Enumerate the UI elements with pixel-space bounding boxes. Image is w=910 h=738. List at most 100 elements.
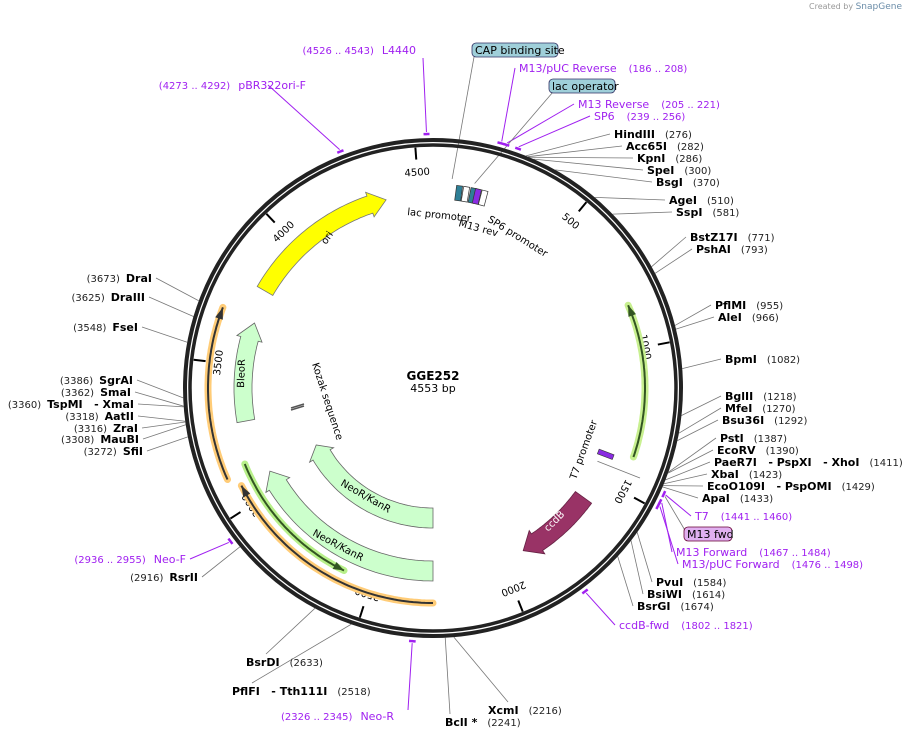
primer-label[interactable]: (2936 .. 2955)Neo-F: [74, 553, 186, 566]
enzyme-site[interactable]: PaeR7I - PspXI - XhoI(1411): [714, 456, 903, 469]
cap-binding-site-box[interactable]: CAP binding site: [471, 42, 565, 58]
primer[interactable]: (4273 .. 4292)pBR322ori-F: [159, 79, 344, 154]
t7-promoter-mark[interactable]: [596, 448, 615, 460]
primer[interactable]: (2326 .. 2345)Neo-R: [281, 639, 416, 723]
enzyme-label[interactable]: BpmI(1082): [725, 353, 800, 366]
enzyme-label[interactable]: Bsu36I(1292): [722, 414, 808, 427]
primer[interactable]: T7(1441 .. 1460): [661, 490, 792, 523]
enzyme-label[interactable]: PflFI - Tth111I(2518): [232, 685, 371, 698]
enzyme-site[interactable]: KpnI(286): [637, 152, 702, 165]
enzyme-site[interactable]: BsgI(370): [656, 176, 720, 189]
kozak-sequence-mark[interactable]: [290, 405, 305, 411]
enzyme-label[interactable]: (2916)RsrII: [130, 571, 198, 584]
green-feature-right[interactable]: [624, 301, 649, 461]
m13-fwd-box[interactable]: M13 fwd: [683, 526, 734, 542]
enzyme-site[interactable]: BsiWI(1614): [647, 588, 725, 601]
enzyme-site[interactable]: (3308)MauBI: [61, 433, 139, 446]
enzyme-site[interactable]: (3362)SmaI: [61, 386, 131, 399]
lac-operator-box[interactable]: lac operator: [548, 78, 619, 94]
enzyme-site[interactable]: EcoRV(1390): [717, 444, 799, 457]
enzyme-site[interactable]: XbaI(1423): [711, 468, 782, 481]
enzyme-label[interactable]: (3386)SgrAI: [60, 374, 133, 387]
primer[interactable]: M13/pUC Forward(1476 .. 1498): [655, 501, 863, 571]
primer-label[interactable]: ccdB-fwd(1802 .. 1821): [619, 619, 753, 632]
enzyme-label[interactable]: PflMI(955): [715, 299, 783, 312]
enzyme-label[interactable]: AleI(966): [718, 311, 779, 324]
primer[interactable]: (2936 .. 2955)Neo-F: [74, 537, 234, 566]
enzyme-site[interactable]: XcmI(2216): [488, 704, 562, 717]
primer-label[interactable]: (4526 .. 4543)L4440: [302, 44, 416, 57]
sp6-promoter-mark[interactable]: [477, 189, 489, 207]
enzyme-site[interactable]: BglII(1218): [725, 390, 797, 403]
enzyme-site[interactable]: PstI(1387): [720, 432, 787, 445]
enzyme-label[interactable]: BstZ17I(771): [690, 231, 775, 244]
enzyme-label[interactable]: SspI(581): [676, 206, 739, 219]
bleor-feature[interactable]: [233, 322, 263, 424]
features[interactable]: [204, 184, 649, 607]
enzyme-site[interactable]: (3360)TspMI - XmaI: [8, 398, 134, 411]
enzyme-label[interactable]: SpeI(300): [647, 164, 711, 177]
enzyme-label[interactable]: HindIII(276): [614, 128, 692, 141]
enzyme-site[interactable]: PshAI(793): [696, 243, 768, 256]
primer[interactable]: SP6(239 .. 256): [514, 110, 685, 151]
enzyme-label[interactable]: PaeR7I - PspXI - XhoI(1411): [714, 456, 903, 469]
enzyme-site[interactable]: PflMI(955): [715, 299, 783, 312]
enzyme-label[interactable]: PshAI(793): [696, 243, 768, 256]
primer-label[interactable]: T7(1441 .. 1460): [694, 510, 792, 523]
neor-kanr-outer-feature[interactable]: [265, 470, 434, 582]
enzyme-label[interactable]: (3362)SmaI: [61, 386, 131, 399]
enzyme-site[interactable]: BsrDI(2633): [246, 656, 323, 669]
enzyme-label[interactable]: (3318)AatII: [65, 410, 134, 423]
enzyme-site[interactable]: AleI(966): [718, 311, 779, 324]
enzyme-site[interactable]: MfeI(1270): [725, 402, 796, 415]
enzyme-label[interactable]: PvuI(1584): [656, 576, 727, 589]
ori-feature[interactable]: [256, 191, 387, 297]
lac-operator-mark[interactable]: [460, 185, 471, 203]
enzyme-label[interactable]: (3360)TspMI - XmaI: [8, 398, 134, 411]
enzyme-label[interactable]: (3548)FseI: [73, 321, 138, 334]
enzyme-site[interactable]: (2916)RsrII: [130, 571, 198, 584]
enzyme-label[interactable]: (3308)MauBI: [61, 433, 139, 446]
orange-feature-2[interactable]: [237, 482, 437, 607]
enzyme-label[interactable]: KpnI(286): [637, 152, 702, 165]
enzyme-label[interactable]: BclI *(2241): [445, 716, 521, 729]
enzyme-site[interactable]: AgeI(510): [669, 194, 734, 207]
primer-label[interactable]: M13 Forward(1467 .. 1484): [676, 546, 831, 559]
enzyme-label[interactable]: ApaI(1433): [702, 492, 773, 505]
orange-feature-1[interactable]: [204, 303, 231, 483]
enzyme-site[interactable]: (3386)SgrAI: [60, 374, 133, 387]
enzyme-site[interactable]: PflFI - Tth111I(2518): [232, 685, 371, 698]
enzyme-site[interactable]: SspI(581): [676, 206, 739, 219]
enzyme-site[interactable]: (3318)AatII: [65, 410, 134, 423]
enzyme-site[interactable]: (3272)SfiI: [84, 445, 143, 458]
primer-label[interactable]: (4273 .. 4292)pBR322ori-F: [159, 79, 306, 92]
primer-label[interactable]: M13 Reverse(205 .. 221): [578, 98, 720, 111]
primer[interactable]: M13/pUC Reverse(186 .. 208): [497, 62, 687, 146]
enzyme-site[interactable]: BpmI(1082): [725, 353, 800, 366]
enzyme-site[interactable]: HindIII(276): [614, 128, 692, 141]
enzyme-site[interactable]: Acc65I(282): [626, 140, 704, 153]
enzyme-site[interactable]: BclI *(2241): [445, 716, 521, 729]
enzyme-label[interactable]: BsgI(370): [656, 176, 720, 189]
enzyme-site[interactable]: Bsu36I(1292): [722, 414, 808, 427]
primer[interactable]: (4526 .. 4543)L4440: [302, 44, 430, 136]
enzyme-label[interactable]: MfeI(1270): [725, 402, 796, 415]
primer-label[interactable]: M13/pUC Reverse(186 .. 208): [519, 62, 687, 75]
enzyme-label[interactable]: BsrGI(1674): [637, 600, 714, 613]
primer-label[interactable]: M13/pUC Forward(1476 .. 1498): [682, 558, 863, 571]
enzyme-site[interactable]: ApaI(1433): [702, 492, 773, 505]
enzyme-site[interactable]: BsrGI(1674): [637, 600, 714, 613]
enzyme-label[interactable]: (3673)DraI: [87, 272, 152, 285]
enzyme-site[interactable]: SpeI(300): [647, 164, 711, 177]
primer[interactable]: ccdB-fwd(1802 .. 1821): [581, 588, 753, 632]
enzyme-label[interactable]: BglII(1218): [725, 390, 797, 403]
green-feature-left[interactable]: [241, 460, 348, 574]
enzyme-label[interactable]: XcmI(2216): [488, 704, 562, 717]
enzyme-site[interactable]: (3548)FseI: [73, 321, 138, 334]
enzyme-label[interactable]: XbaI(1423): [711, 468, 782, 481]
enzyme-label[interactable]: (3272)SfiI: [84, 445, 143, 458]
enzyme-label[interactable]: EcoO109I - PspOMI(1429): [707, 480, 875, 493]
enzyme-label[interactable]: (3625)DraIII: [71, 291, 145, 304]
enzyme-label[interactable]: PstI(1387): [720, 432, 787, 445]
